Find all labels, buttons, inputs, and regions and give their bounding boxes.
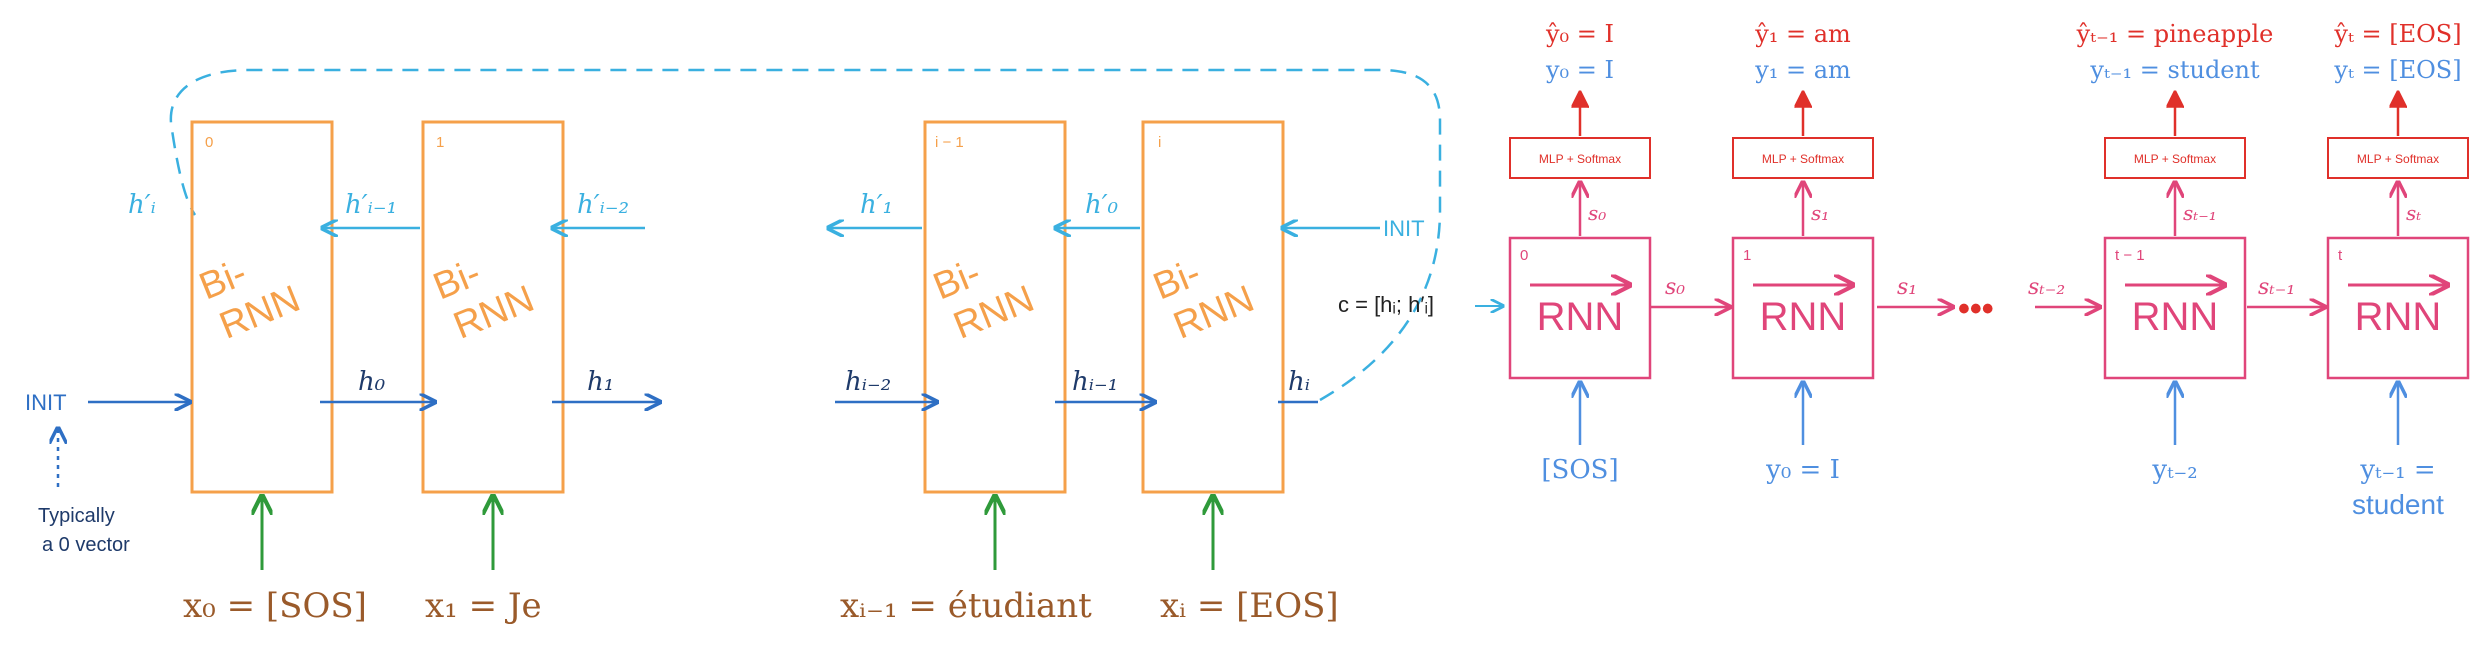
state-label: sₜ₋₁	[2183, 201, 2217, 225]
init-right-label: INIT	[1383, 216, 1425, 241]
forward-label: h₁	[587, 367, 614, 397]
backward-label: h′₀	[1085, 190, 1119, 220]
decoder-input-label: yₜ₋₂	[2151, 455, 2197, 485]
backward-label: h′ᵢ₋₁	[345, 190, 397, 220]
decoder-cell-index: 0	[1520, 247, 1528, 264]
encoder-cell-index: i − 1	[935, 134, 964, 151]
init-note-line1: Typically	[38, 505, 115, 527]
mlp-softmax-box	[2327, 137, 2469, 179]
mlp-softmax-label: MLP + Softmax	[2134, 152, 2216, 166]
encoder-cell-1: 1 Bi- RNN	[421, 120, 565, 494]
prediction-label: ŷ₁ = am	[1754, 20, 1851, 48]
target-label: yₜ₋₁ = student	[2089, 56, 2260, 84]
forward-label: hᵢ	[1288, 367, 1310, 397]
backward-label: h′ᵢ₋₂	[577, 190, 629, 220]
encoder-input-label: x₀ = [SOS]	[183, 586, 367, 626]
decoder-cell-2: t − 1 RNN MLP + Softmax sₜ₋₁ ŷₜ₋₁ = pineappl…	[2076, 20, 2274, 485]
target-label: y₁ = am	[1754, 56, 1851, 84]
decoder-input-label: y₀ = I	[1765, 455, 1840, 485]
target-label: y₀ = I	[1545, 56, 1614, 84]
encoder-input-label: xᵢ = [EOS]	[1160, 586, 1339, 626]
mlp-softmax-box	[1732, 137, 1874, 179]
decoder-input-label: yₜ₋₁ =	[2359, 455, 2435, 485]
decoder-rnn-box	[1731, 236, 1875, 380]
prediction-label: ŷ₀ = I	[1545, 20, 1614, 48]
encoder-cell-index: 1	[436, 134, 444, 151]
mlp-softmax-box	[1509, 137, 1651, 179]
bi-rnn-label: Bi- RNN	[1148, 237, 1260, 349]
decoder-rnn-box	[2103, 236, 2247, 380]
encoder-cell-index: i	[1158, 134, 1161, 151]
mlp-softmax-label: MLP + Softmax	[2357, 152, 2439, 166]
bi-rnn-label: Bi- RNN	[194, 237, 306, 349]
decoder-between-state-label: sₜ₋₁	[2258, 275, 2295, 300]
bi-rnn-label: Bi- RNN	[428, 237, 540, 349]
init-note-line2: a 0 vector	[42, 534, 130, 556]
context-feedback-dashed-curve	[169, 68, 1442, 402]
prediction-label: ŷₜ₋₁ = pineapple	[2076, 20, 2274, 48]
encoder-cell-index: 0	[205, 134, 213, 151]
bi-rnn-label: Bi- RNN	[928, 237, 1040, 349]
target-label: yₜ = [EOS]	[2333, 56, 2461, 84]
state-label: s₀	[1588, 201, 1606, 225]
forward-label: hᵢ₋₁	[1072, 367, 1118, 397]
encoder-cell-i: i Bi- RNN	[1141, 120, 1285, 494]
forward-label: hᵢ₋₂	[845, 367, 891, 397]
decoder-cell-index: t	[2338, 247, 2343, 264]
decoder-last-input-line2: student	[2352, 489, 2444, 520]
decoder-between-state-label: s₀	[1665, 275, 1685, 300]
encoder-input-label: xᵢ₋₁ = étudiant	[840, 586, 1092, 626]
state-label: sₜ	[2406, 201, 2421, 225]
mlp-softmax-label: MLP + Softmax	[1539, 152, 1621, 166]
mlp-softmax-label: MLP + Softmax	[1762, 152, 1844, 166]
decoder-rnn-label: RNN	[1760, 295, 1847, 339]
decoder-cell-index: t − 1	[2115, 247, 2145, 264]
encoder-cell-i-minus-1: i − 1 Bi- RNN	[923, 120, 1067, 494]
context-label: c = [hᵢ; h′ᵢ]	[1338, 292, 1434, 317]
decoder-input-label: [SOS]	[1541, 455, 1618, 485]
mlp-softmax-box	[2104, 137, 2246, 179]
forward-label: h₀	[358, 367, 386, 397]
init-left-label: INIT	[25, 390, 67, 415]
decoder-between-state-label: sₜ₋₂	[2028, 275, 2065, 300]
backward-label: h′₁	[860, 190, 893, 220]
decoder-cell-index: 1	[1743, 247, 1751, 264]
decoder-rnn-label: RNN	[2132, 295, 2219, 339]
decoder-rnn-label: RNN	[1537, 295, 1624, 339]
backward-label: h′ᵢ	[128, 190, 156, 220]
state-label: s₁	[1811, 201, 1829, 225]
decoder-between-state-label: s₁	[1897, 275, 1917, 300]
decoder-rnn-box	[2326, 236, 2470, 380]
decoder-ellipsis: •••	[1958, 290, 1994, 328]
decoder-rnn-label: RNN	[2355, 295, 2442, 339]
prediction-label: ŷₜ = [EOS]	[2333, 20, 2461, 48]
encoder-cell-0: 0 Bi- RNN	[190, 120, 334, 494]
encoder-input-label: x₁ = Je	[425, 586, 542, 626]
